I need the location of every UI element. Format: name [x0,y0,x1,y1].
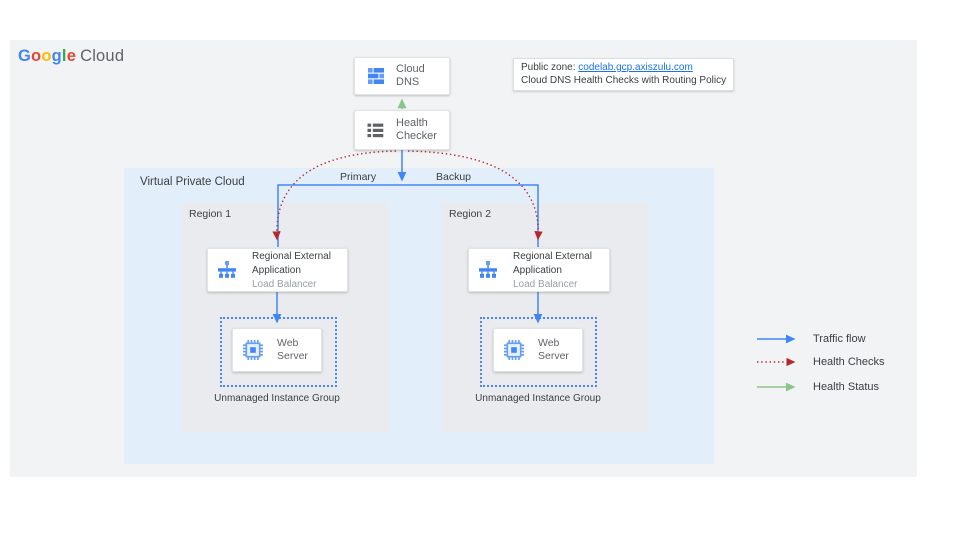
legend-label: Health Checks [813,356,885,368]
backup-flow-label: Backup [436,171,472,183]
vpc-label: Virtual Private Cloud [140,176,245,188]
health-status-arrow-icon [757,382,796,392]
legend-label: Traffic flow [813,333,866,345]
legend: Traffic flow Health Checks Health Status [755,333,885,404]
public-zone-prefix: Public zone: [521,62,579,73]
legend-item-health-status: Health Status [755,381,885,393]
cloud-dns-node: Cloud DNS [354,57,450,95]
traffic-flow-arrow-icon [757,334,796,344]
compute-engine-icon [504,340,524,360]
load-balancer-icon [218,261,236,278]
region-1-label: Region 1 [189,208,232,220]
load-balancer-icon [479,261,497,278]
cloud-dns-icon [368,68,384,84]
cloud-dns-label: Cloud DNS [396,63,425,88]
primary-flow-label: Primary [340,171,377,183]
instance-group-label-region1: Unmanaged Instance Group [214,393,340,404]
google-wordmark: Google [18,47,77,65]
annotation-line2: Cloud DNS Health Checks with Routing Pol… [521,74,727,86]
compute-engine-icon [243,340,263,360]
health-checker-icon [367,123,384,137]
legend-label: Health Status [813,381,880,393]
region-2-label: Region 2 [449,208,492,220]
public-zone-annotation: Public zone: codelab.gcp.axiszulu.com Cl… [513,58,735,91]
public-zone-link[interactable]: codelab.gcp.axiszulu.com [578,62,693,73]
cloud-wordmark: Cloud [80,47,125,65]
legend-item-health-checks: Health Checks [755,356,885,368]
legend-item-traffic-flow: Traffic flow [755,333,885,345]
instance-group-label-region2: Unmanaged Instance Group [475,393,601,404]
health-checks-arrow-icon [757,357,796,367]
